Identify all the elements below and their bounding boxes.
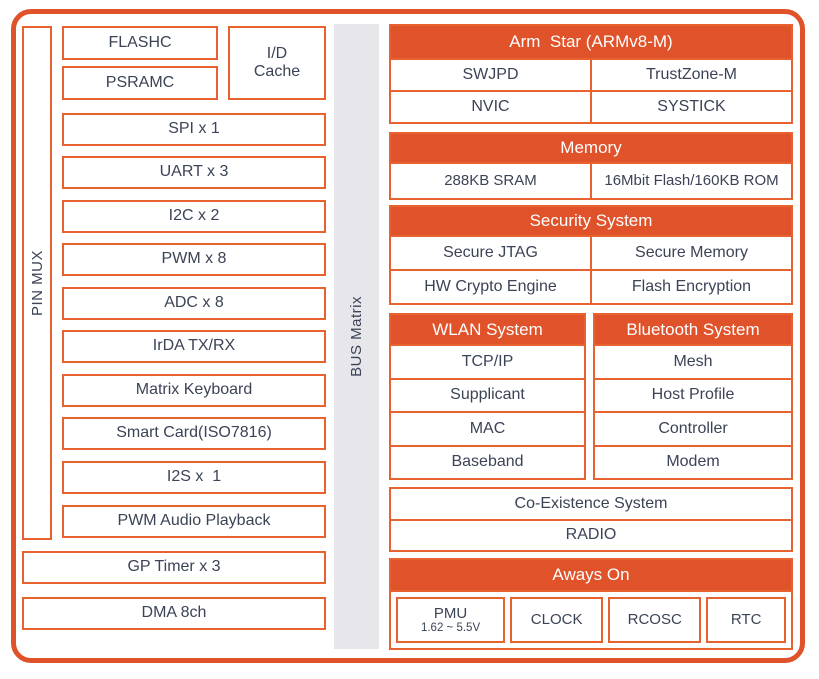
memory-header: Memory [391, 134, 791, 162]
cell-clock: CLOCK [510, 597, 604, 643]
block-smart-card-label: Smart Card(ISO7816) [116, 424, 272, 442]
block-spi: SPI x 1 [62, 113, 326, 146]
block-pwm: PWM x 8 [62, 243, 326, 276]
pmu-label: PMU [433, 604, 468, 622]
cell-tcpip: TCP/IP [391, 346, 584, 378]
group-arm-star: Arm Star (ARMv8-M) SWJPD TrustZone-M NVI… [389, 24, 793, 124]
block-pwm-label: PWM x 8 [161, 250, 227, 268]
cell-pmu: PMU 1.62 ~ 5.5V [396, 597, 506, 643]
wlan-rows: TCP/IP Supplicant MAC Baseband [391, 346, 584, 478]
cell-secure-jtag: Secure JTAG [391, 237, 590, 269]
bus-matrix-bar: BUS Matrix [334, 24, 379, 649]
block-flashc-label: FLASHC [108, 33, 172, 51]
cell-controller: Controller [595, 413, 791, 445]
block-gp-timer: GP Timer x 3 [22, 551, 326, 584]
block-i2s-label: I2S x 1 [166, 468, 222, 486]
cell-supplicant: Supplicant [391, 379, 584, 411]
group-security: Security System Secure JTAG Secure Memor… [389, 205, 793, 305]
block-id-cache: I/D Cache [228, 26, 326, 100]
cell-nvic: NVIC [391, 92, 590, 122]
block-dma: DMA 8ch [22, 597, 326, 630]
cell-swjpd: SWJPD [391, 60, 590, 90]
cell-rtc: RTC [706, 597, 786, 643]
cell-mac: MAC [391, 413, 584, 445]
arm-star-cells: SWJPD TrustZone-M NVIC SYSTICK [391, 60, 791, 122]
group-bluetooth: Bluetooth System Mesh Host Profile Contr… [593, 313, 793, 480]
memory-cells: 288KB SRAM 16Mbit Flash/160KB ROM [391, 164, 791, 198]
cell-rcosc: RCOSC [608, 597, 702, 643]
block-spi-label: SPI x 1 [168, 120, 220, 138]
cell-modem: Modem [595, 446, 791, 478]
block-irda: IrDA TX/RX [62, 330, 326, 363]
block-psramc-label: PSRAMC [105, 73, 175, 91]
cell-sram: 288KB SRAM [391, 164, 590, 198]
block-gp-timer-label: GP Timer x 3 [127, 558, 221, 576]
always-on-cells: PMU 1.62 ~ 5.5V CLOCK RCOSC RTC [391, 592, 791, 648]
block-adc-label: ADC x 8 [164, 294, 224, 312]
chip-outline [11, 9, 805, 663]
wlan-header: WLAN System [391, 315, 584, 344]
group-memory: Memory 288KB SRAM 16Mbit Flash/160KB ROM [389, 132, 793, 200]
block-psramc: PSRAMC [62, 66, 218, 100]
group-co-existence: Co-Existence System RADIO [389, 487, 793, 552]
pmu-voltage-range: 1.62 ~ 5.5V [420, 622, 481, 635]
bluetooth-header: Bluetooth System [595, 315, 791, 344]
cell-co-existence: Co-Existence System [391, 489, 791, 519]
cell-host-profile: Host Profile [595, 379, 791, 411]
block-i2c-label: I2C x 2 [168, 207, 220, 225]
cell-secure-memory: Secure Memory [592, 237, 791, 269]
group-wlan: WLAN System TCP/IP Supplicant MAC Baseba… [389, 313, 586, 480]
always-on-header: Aways On [391, 560, 791, 590]
block-dma-label: DMA 8ch [141, 604, 207, 622]
pin-mux-bar: PIN MUX [22, 26, 52, 540]
cell-systick: SYSTICK [592, 92, 791, 122]
block-matrix-keyboard-label: Matrix Keyboard [135, 381, 253, 399]
security-cells: Secure JTAG Secure Memory HW Crypto Engi… [391, 237, 791, 303]
block-adc: ADC x 8 [62, 287, 326, 320]
block-pwm-audio-label: PWM Audio Playback [117, 512, 271, 530]
block-i2s: I2S x 1 [62, 461, 326, 494]
group-always-on: Aways On PMU 1.62 ~ 5.5V CLOCK RCOSC RTC [389, 558, 793, 650]
bus-matrix-label: BUS Matrix [348, 296, 365, 377]
block-pwm-audio: PWM Audio Playback [62, 505, 326, 538]
block-uart: UART x 3 [62, 156, 326, 189]
bluetooth-rows: Mesh Host Profile Controller Modem [595, 346, 791, 478]
cell-flash-rom: 16Mbit Flash/160KB ROM [592, 164, 791, 198]
block-irda-label: IrDA TX/RX [152, 337, 236, 355]
cell-radio: RADIO [391, 520, 791, 550]
clock-label: CLOCK [530, 611, 583, 629]
block-uart-label: UART x 3 [159, 163, 229, 181]
co-existence-rows: Co-Existence System RADIO [391, 489, 791, 550]
security-header: Security System [391, 207, 791, 235]
cell-mesh: Mesh [595, 346, 791, 378]
arm-star-header: Arm Star (ARMv8-M) [391, 26, 791, 58]
cell-baseband: Baseband [391, 446, 584, 478]
cell-trustzone: TrustZone-M [592, 60, 791, 90]
rcosc-label: RCOSC [627, 611, 682, 629]
block-flashc: FLASHC [62, 26, 218, 60]
block-smart-card: Smart Card(ISO7816) [62, 417, 326, 450]
block-i2c: I2C x 2 [62, 200, 326, 233]
block-matrix-keyboard: Matrix Keyboard [62, 374, 326, 407]
rtc-label: RTC [730, 611, 762, 629]
pin-mux-label: PIN MUX [28, 249, 46, 316]
block-id-cache-label: I/D Cache [253, 44, 301, 80]
cell-flash-encryption: Flash Encryption [592, 271, 791, 303]
cell-hw-crypto: HW Crypto Engine [391, 271, 590, 303]
